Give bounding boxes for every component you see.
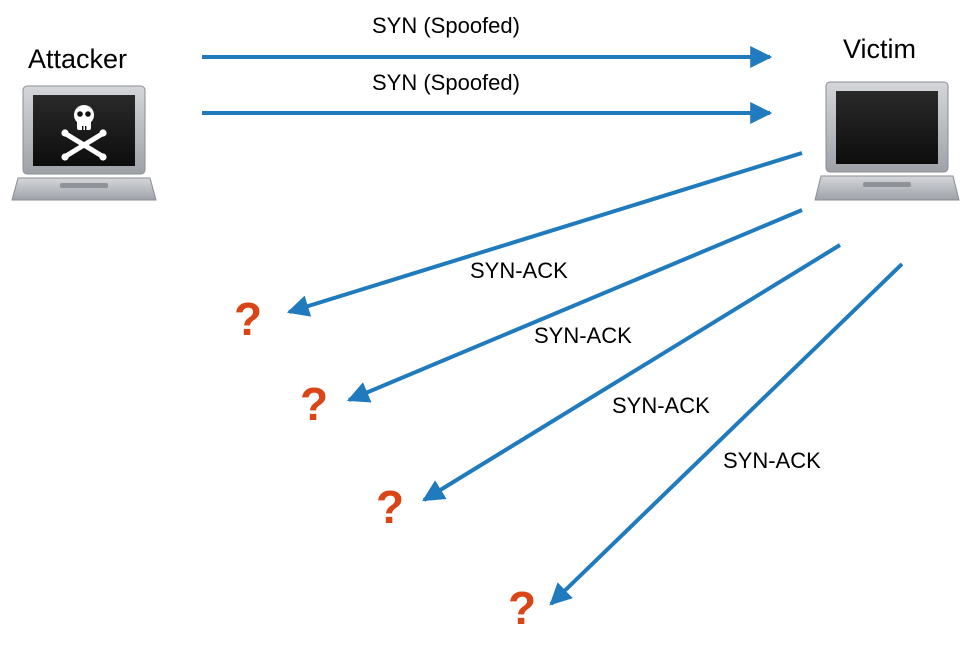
- skull-icon: [61, 105, 107, 161]
- syn-ack-arrow-3: [422, 243, 842, 502]
- syn-label-2: SYN (Spoofed): [372, 70, 520, 95]
- syn-ack-label-4: SYN-ACK: [723, 448, 821, 473]
- attacker-node: Attacker: [11, 44, 157, 201]
- syn-ack-label-3: SYN-ACK: [612, 393, 710, 418]
- unknown-host-2: ?: [300, 378, 328, 430]
- syn-ack-label-1: SYN-ACK: [470, 258, 568, 283]
- syn-ack-label-2: SYN-ACK: [534, 323, 632, 348]
- victim-node: Victim: [814, 34, 960, 201]
- victim-label: Victim: [843, 34, 916, 64]
- laptop-icon: [814, 81, 960, 201]
- unknown-host-4: ?: [508, 582, 536, 634]
- syn-ack-arrow-2: [346, 208, 803, 403]
- unknown-host-1: ?: [234, 293, 262, 345]
- syn-ack-arrow-1: [286, 151, 803, 317]
- attacker-label: Attacker: [28, 44, 127, 74]
- laptop-skull-icon: [11, 85, 157, 201]
- syn-label-1: SYN (Spoofed): [372, 13, 520, 38]
- unknown-host-3: ?: [376, 481, 404, 533]
- syn-ack-arrow-4: [549, 262, 904, 606]
